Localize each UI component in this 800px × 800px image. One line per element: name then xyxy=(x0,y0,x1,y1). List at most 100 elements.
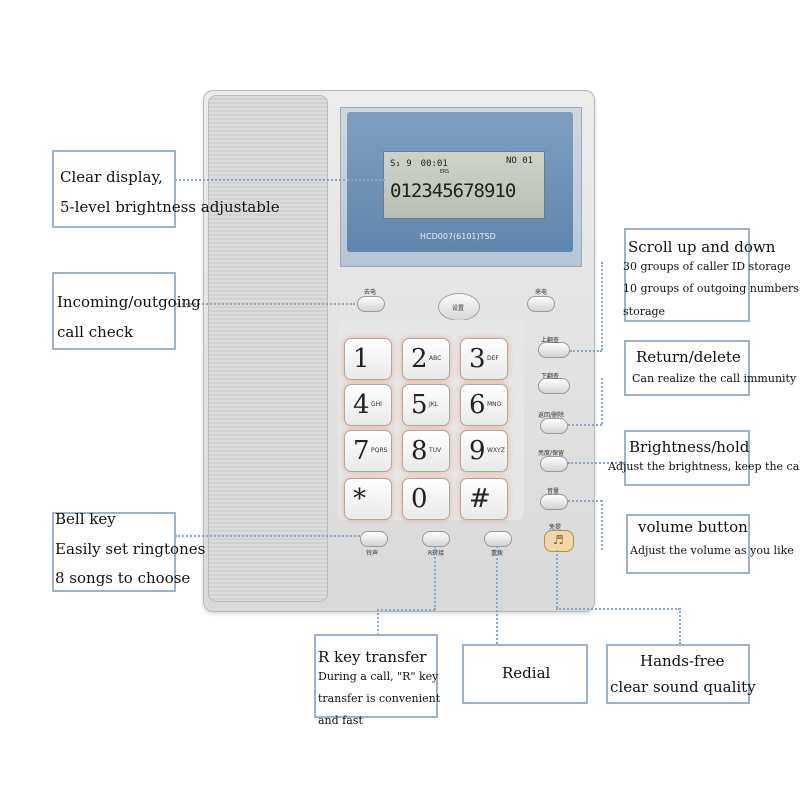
outgoing-calls-label: 去电 xyxy=(364,289,377,296)
scroll-up-label: 上翻查 xyxy=(541,337,560,344)
key-digit: 5 xyxy=(411,390,428,420)
speaker-icon: ♬ xyxy=(553,533,564,547)
leader-hf-v2 xyxy=(679,608,681,644)
key-digit: 0 xyxy=(411,484,428,514)
leader-hf-v xyxy=(556,550,558,608)
callout-incoming: Incoming/outgoing call check xyxy=(52,272,201,350)
callout-volume-desc: Adjust the volume as you like xyxy=(630,544,794,557)
callout-rkey: R key transfer During a call, "R" key tr… xyxy=(314,634,441,727)
callout-rkey-title: R key transfer xyxy=(318,648,427,666)
callout-bell-line3: 8 songs to choose xyxy=(55,569,191,587)
key-letters: JKL xyxy=(429,401,439,408)
key-letters: MNO xyxy=(487,401,502,408)
leader-return-v xyxy=(601,378,603,424)
lcd-number: 012345678910 xyxy=(390,180,516,202)
key-digit: * xyxy=(353,484,366,514)
callout-brightness-desc: Adjust the brightness, keep the call xyxy=(608,460,800,473)
r-transfer-label: R转接 xyxy=(428,550,445,557)
handsfree-label: 免提 xyxy=(549,524,562,531)
key-letters: WXYZ xyxy=(487,447,505,454)
outgoing-calls-button[interactable] xyxy=(357,296,385,312)
key-letters: GHI xyxy=(371,401,382,408)
leader-r-h xyxy=(377,609,435,611)
callout-rkey-line1: During a call, "R" key xyxy=(318,670,439,683)
leader-r-v2 xyxy=(377,609,379,635)
key-digit: 9 xyxy=(469,436,486,466)
return-delete-label: 返回/删除 xyxy=(538,412,565,419)
key-digit: # xyxy=(469,484,491,514)
callout-scroll: Scroll up and down 30 groups of caller I… xyxy=(623,228,799,322)
callout-return: Return/delete Can realize the call immun… xyxy=(624,340,796,396)
return-delete-button[interactable] xyxy=(540,418,568,434)
callout-brightness: Brightness/hold Adjust the brightness, k… xyxy=(608,430,800,486)
key-letters: DEF xyxy=(487,355,499,362)
lcd-status-left: S₁ 9 00:01 xyxy=(390,159,448,169)
bell-label: 铃声 xyxy=(366,550,379,557)
callout-handsfree-line2: clear sound quality xyxy=(610,678,756,696)
incoming-calls-label: 来电 xyxy=(535,289,548,296)
leader-scroll-h xyxy=(570,350,602,352)
callout-brightness-title: Brightness/hold xyxy=(629,438,750,456)
key-star[interactable]: * xyxy=(344,478,392,520)
handset[interactable] xyxy=(208,95,328,602)
scroll-up-button[interactable] xyxy=(538,342,570,358)
brightness-hold-button[interactable] xyxy=(540,456,568,472)
callout-return-desc: Can realize the call immunity xyxy=(632,372,797,385)
callout-scroll-title: Scroll up and down xyxy=(628,238,776,256)
callout-scroll-line3: storage xyxy=(623,305,666,318)
leader-incoming xyxy=(175,303,355,305)
lcd-status-right: NO 01 xyxy=(506,156,534,166)
scroll-down-label: 下翻查 xyxy=(541,373,560,380)
brightness-hold-label: 亮度/保留 xyxy=(538,450,565,457)
volume-label: 音量 xyxy=(547,488,560,495)
key-0[interactable]: 0 xyxy=(402,478,450,520)
leader-hf-h xyxy=(556,608,680,610)
callout-scroll-line2: 10 groups of outgoing numbers xyxy=(623,282,799,295)
callout-return-title: Return/delete xyxy=(636,348,741,366)
settings-label: 设置 xyxy=(452,305,465,312)
handsfree-button[interactable]: ♬ xyxy=(544,530,574,552)
bell-button[interactable] xyxy=(360,531,388,547)
callout-rkey-line3: and fast xyxy=(318,714,363,727)
incoming-calls-button[interactable] xyxy=(527,296,555,312)
redial-button[interactable] xyxy=(484,531,512,547)
leader-scroll-v xyxy=(601,262,603,350)
lcd-screen: S₁ 9 00:01 NO 01 ERS 012345678910 xyxy=(383,151,545,219)
key-digit: 8 xyxy=(411,436,428,466)
key-digit: 1 xyxy=(353,344,370,374)
leader-redial-v xyxy=(496,546,498,644)
callout-display: Clear display, 5-level brightness adjust… xyxy=(52,150,280,228)
callout-handsfree: Hands-free clear sound quality xyxy=(606,644,756,704)
leader-volume-h xyxy=(568,500,602,502)
settings-button[interactable] xyxy=(438,293,480,321)
leader-r-v xyxy=(434,546,436,610)
callout-incoming-line2: call check xyxy=(57,323,134,341)
key-digit: 7 xyxy=(353,436,370,466)
leader-bell-h xyxy=(175,535,360,537)
key-digit: 3 xyxy=(469,344,486,374)
callout-display-line1: Clear display, xyxy=(60,168,163,186)
leader-brightness xyxy=(568,462,624,464)
r-transfer-button[interactable] xyxy=(422,531,450,547)
lcd-small-label: ERS xyxy=(440,169,450,175)
key-letters: PQRS xyxy=(371,447,388,454)
callout-handsfree-line1: Hands-free xyxy=(640,652,725,670)
callout-rkey-line2: transfer is convenient xyxy=(318,692,441,705)
callout-bell: Bell key Easily set ringtones 8 songs to… xyxy=(52,510,205,592)
callout-redial: Redial xyxy=(462,644,588,704)
scroll-down-button[interactable] xyxy=(538,378,570,394)
volume-button[interactable] xyxy=(540,494,568,510)
callout-display-line2: 5-level brightness adjustable xyxy=(60,198,280,216)
leader-display xyxy=(175,179,385,181)
key-1[interactable]: 1 xyxy=(344,338,392,380)
callout-bell-line1: Bell key xyxy=(55,510,116,528)
key-hash[interactable]: # xyxy=(460,478,508,520)
